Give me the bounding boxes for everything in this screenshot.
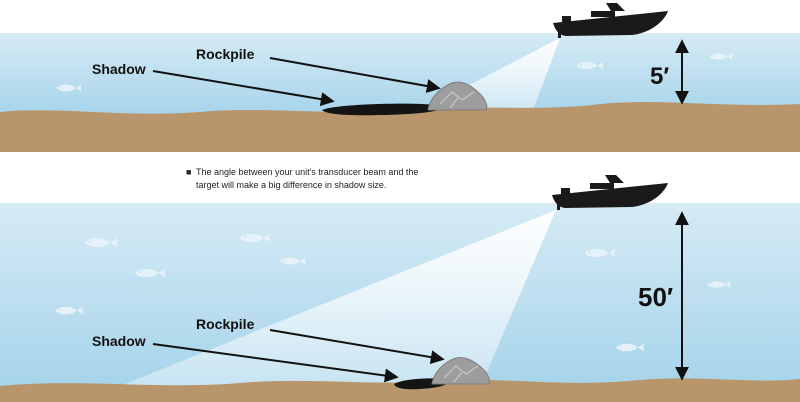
caption-line-1: The angle between your unit's transducer… bbox=[196, 167, 418, 177]
deep-boat bbox=[552, 175, 668, 210]
rock-texture bbox=[439, 91, 475, 109]
caption-line-2: target will make a big difference in sha… bbox=[196, 180, 386, 190]
deep-rockpile-label: Rockpile bbox=[196, 316, 255, 332]
deep-rockpile-pointer bbox=[269, 329, 445, 365]
deep-shadow-label: Shadow bbox=[92, 333, 146, 349]
shallow-depth-label: 5′ bbox=[650, 63, 669, 90]
deep-depth-label: 50′ bbox=[638, 282, 673, 312]
deep-panel: 50′ Shadow Rockpile bbox=[0, 175, 800, 402]
caption-bullet: ■ bbox=[186, 167, 191, 177]
rock-texture bbox=[443, 365, 479, 383]
deep-rockpile bbox=[431, 357, 490, 385]
shallow-rockpile-label: Rockpile bbox=[196, 46, 255, 62]
shallow-shadow-pointer bbox=[152, 70, 335, 107]
deep-sonar-beam bbox=[115, 210, 556, 388]
shallow-rock-shadow bbox=[322, 103, 442, 116]
deep-shadow-pointer bbox=[152, 343, 399, 383]
deep-seabed bbox=[0, 378, 800, 402]
shallow-panel: 5′ Shadow Rockpile bbox=[0, 3, 800, 152]
shallow-boat bbox=[553, 3, 668, 38]
caption: ■ The angle between your unit's transduc… bbox=[186, 167, 418, 190]
shallow-rockpile-pointer bbox=[269, 57, 441, 93]
shallow-seabed bbox=[0, 102, 800, 152]
shallow-shadow-label: Shadow bbox=[92, 61, 146, 77]
